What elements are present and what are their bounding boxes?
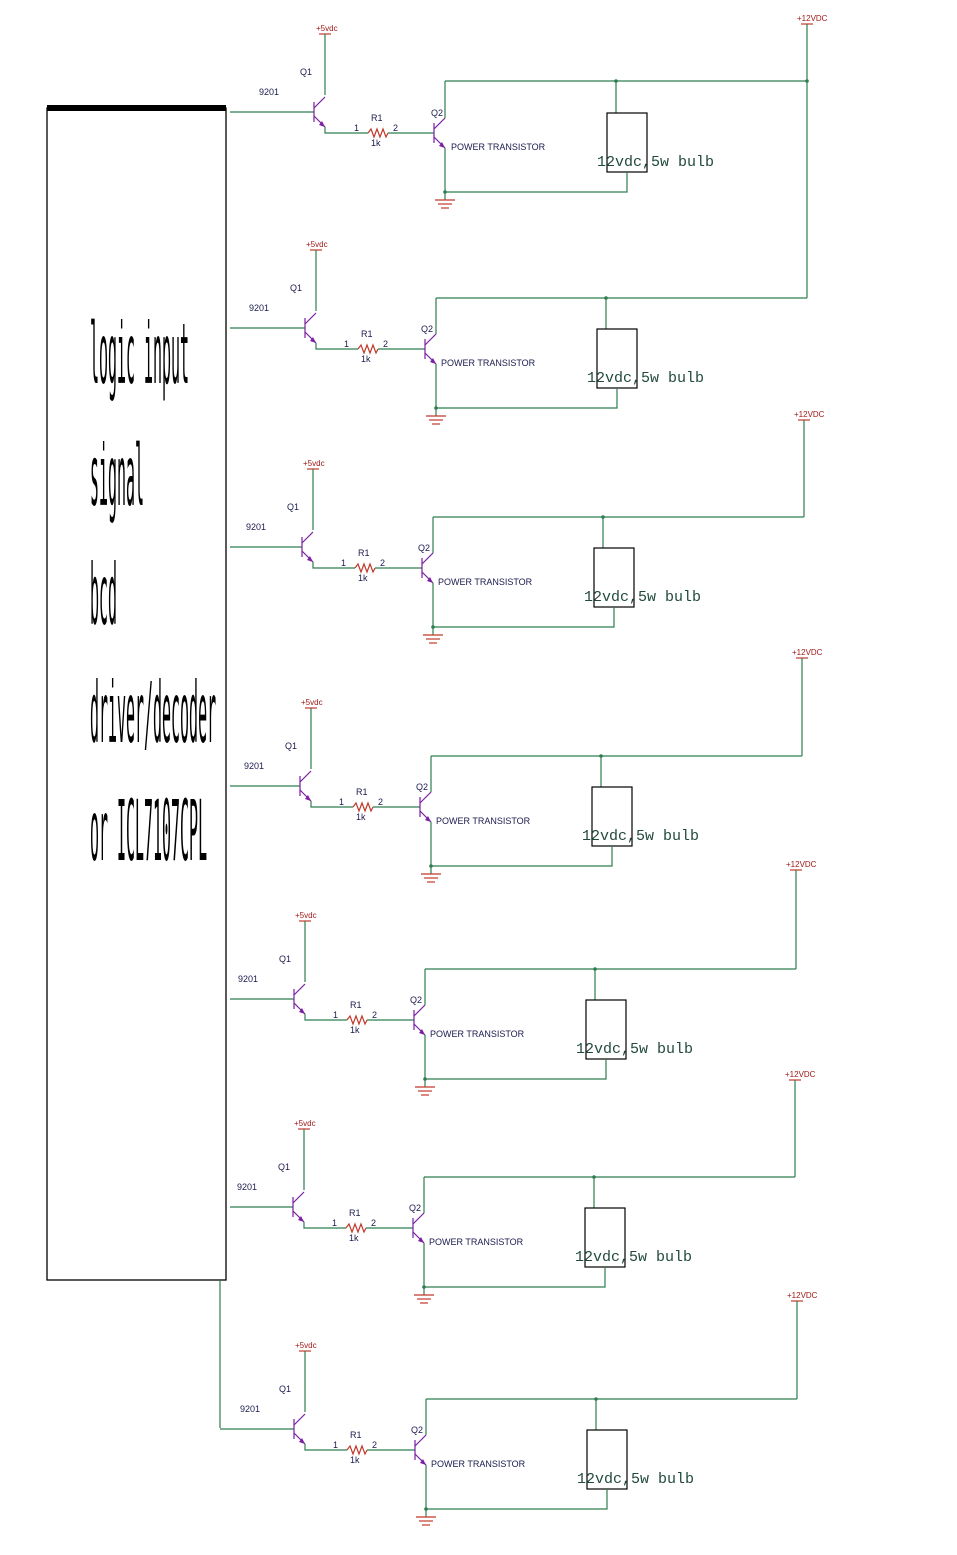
q2-name-6: POWER TRANSISTOR — [429, 1237, 524, 1247]
q1-part-6: 9201 — [237, 1182, 257, 1192]
pin1-label-2: 1 — [344, 339, 349, 349]
q2-label-5: Q2 — [410, 995, 422, 1005]
pin1-label-7: 1 — [333, 1440, 338, 1450]
driver-label-line-2: signal — [90, 428, 144, 525]
vcc12-label-3: +12VDC — [794, 410, 825, 419]
lamp-3 — [593, 547, 635, 608]
lamp-label-1: 12vdc,5w bulb — [597, 154, 714, 171]
lamp-label-7: 12vdc,5w bulb — [577, 1471, 694, 1488]
q1-label-1: Q1 — [300, 67, 312, 77]
vcc5-label-3: +5vdc — [303, 459, 325, 468]
q1-part-2: 9201 — [249, 303, 269, 313]
driver-stage-6: +5vdc Q1 9201 R1 1k 1 2 Q2 POWER TRANSIS… — [230, 1070, 816, 1304]
q1-part-5: 9201 — [238, 974, 258, 984]
vcc5-label-1: +5vdc — [316, 24, 338, 33]
q2-name-4: POWER TRANSISTOR — [436, 816, 531, 826]
vcc5-label-4: +5vdc — [301, 698, 323, 707]
driver-stage-4: +5vdc Q1 9201 R1 1k 1 2 Q2 POWER TRANSIS… — [230, 648, 823, 883]
pin2-label-7: 2 — [372, 1440, 377, 1450]
lamp-6 — [584, 1207, 626, 1268]
driver-label-line-4: driver/decoder — [90, 665, 216, 762]
lamp-label-4: 12vdc,5w bulb — [582, 828, 699, 845]
q1-label-4: Q1 — [285, 741, 297, 751]
q2-name-7: POWER TRANSISTOR — [431, 1459, 526, 1469]
vcc5-label-5: +5vdc — [295, 911, 317, 920]
lamp-1 — [606, 112, 648, 173]
r1-label-7: R1 — [350, 1430, 362, 1440]
driver-stage-3: +5vdc Q1 9201 R1 1k 1 2 Q2 POWER TRANSIS… — [230, 410, 825, 644]
vcc12-label-7: +12VDC — [787, 1291, 818, 1300]
q1-label-7: Q1 — [279, 1384, 291, 1394]
q1-label-6: Q1 — [278, 1162, 290, 1172]
r1-value-6: 1k — [349, 1233, 359, 1243]
lamp-label-3: 12vdc,5w bulb — [584, 589, 701, 606]
vcc12-label-4: +12VDC — [792, 648, 823, 657]
q2-label-3: Q2 — [418, 543, 430, 553]
r1-label-6: R1 — [349, 1208, 361, 1218]
r1-label-2: R1 — [361, 329, 373, 339]
pin2-label-3: 2 — [380, 558, 385, 568]
driver-stage-5: +5vdc Q1 9201 R1 1k 1 2 Q2 POWER TRANSIS… — [230, 860, 817, 1096]
r1-label-3: R1 — [358, 548, 370, 558]
q1-part-1: 9201 — [259, 87, 279, 97]
q2-name-3: POWER TRANSISTOR — [438, 577, 533, 587]
driver-stage-1: +5vdc Q1 9201 R1 1k 1 2 Q2 POWER TRANSIS… — [230, 14, 828, 298]
driver-stage-2: +5vdc Q1 9201 R1 1k 1 2 Q2 POWER TRANSIS… — [230, 240, 807, 425]
pin1-label-1: 1 — [354, 123, 359, 133]
q2-name-5: POWER TRANSISTOR — [430, 1029, 525, 1039]
q2-label-6: Q2 — [409, 1203, 421, 1213]
pin2-label-6: 2 — [371, 1218, 376, 1228]
r1-value-3: 1k — [358, 573, 368, 583]
pin2-label-2: 2 — [383, 339, 388, 349]
pin2-label-4: 2 — [378, 797, 383, 807]
r1-value-1: 1k — [371, 138, 381, 148]
driver-stage-7: +5vdc Q1 9201 R1 1k 1 2 Q2 POWER TRANSIS… — [220, 1291, 818, 1526]
pin1-label-4: 1 — [339, 797, 344, 807]
vcc5-label-6: +5vdc — [294, 1119, 316, 1128]
q2-label-2: Q2 — [421, 324, 433, 334]
q2-label-7: Q2 — [411, 1425, 423, 1435]
lamp-2 — [596, 328, 638, 389]
r1-value-4: 1k — [356, 812, 366, 822]
lamp-label-5: 12vdc,5w bulb — [576, 1041, 693, 1058]
driver-label-line-5: or ICL7107CPL — [90, 783, 207, 880]
q1-part-3: 9201 — [246, 522, 266, 532]
r1-value-2: 1k — [361, 354, 371, 364]
vcc12-label-6: +12VDC — [785, 1070, 816, 1079]
vcc5-label-2: +5vdc — [306, 240, 328, 249]
q2-label-4: Q2 — [416, 782, 428, 792]
r1-value-7: 1k — [350, 1455, 360, 1465]
q1-label-3: Q1 — [287, 502, 299, 512]
lamp-label-6: 12vdc,5w bulb — [575, 1249, 692, 1266]
vcc12-label-5: +12VDC — [786, 860, 817, 869]
r1-value-5: 1k — [350, 1025, 360, 1035]
lamp-4 — [591, 786, 633, 847]
q2-name-2: POWER TRANSISTOR — [441, 358, 536, 368]
r1-label-1: R1 — [371, 113, 383, 123]
pin1-label-5: 1 — [333, 1010, 338, 1020]
q2-label-1: Q2 — [431, 108, 443, 118]
q1-label-5: Q1 — [279, 954, 291, 964]
r1-label-5: R1 — [350, 1000, 362, 1010]
q1-part-7: 9201 — [240, 1404, 260, 1414]
pin1-label-6: 1 — [332, 1218, 337, 1228]
driver-label-line-3: bcd — [90, 547, 117, 644]
driver-label-line-1: logic input — [90, 306, 189, 403]
q1-label-2: Q1 — [290, 283, 302, 293]
pin2-label-5: 2 — [372, 1010, 377, 1020]
lamp-7 — [586, 1429, 628, 1490]
pin1-label-3: 1 — [341, 558, 346, 568]
vcc5-label-7: +5vdc — [295, 1341, 317, 1350]
vcc12-label-1: +12VDC — [797, 14, 828, 23]
r1-label-4: R1 — [356, 787, 368, 797]
lamp-label-2: 12vdc,5w bulb — [587, 370, 704, 387]
pin2-label-1: 2 — [393, 123, 398, 133]
driver-decoder-block: logic input signal bcd driver/decoder or… — [46, 105, 227, 1428]
q1-part-4: 9201 — [244, 761, 264, 771]
q2-name-1: POWER TRANSISTOR — [451, 142, 546, 152]
